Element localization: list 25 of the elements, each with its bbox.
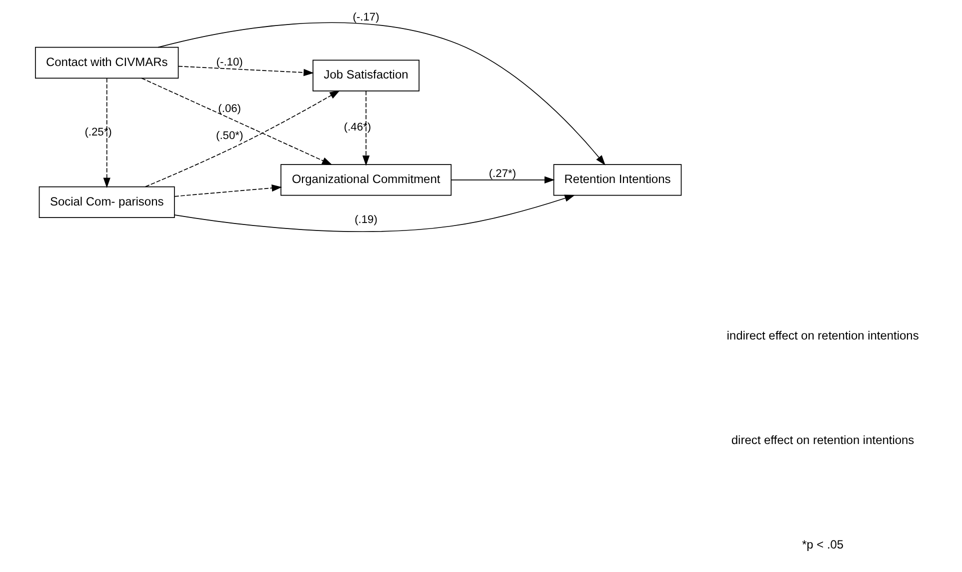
edge-label: (-.10)	[216, 56, 242, 69]
arrow	[177, 66, 314, 76]
edge-label: (.50*)	[216, 130, 243, 142]
legend-label: direct effect on retention intentions	[730, 432, 914, 447]
node-box: Job Satisfaction	[312, 60, 419, 92]
node-box: Social Com- parisons	[38, 186, 174, 218]
arrow	[174, 194, 574, 232]
edge-label: (.06)	[218, 102, 241, 115]
node-box: Retention Intentions	[552, 164, 682, 196]
arrow	[174, 184, 282, 197]
arrow	[140, 78, 332, 165]
edge-label: (.46*)	[343, 122, 371, 134]
edge-label: (.25*)	[84, 126, 112, 138]
label: *p < .05	[802, 537, 844, 552]
arrow	[362, 90, 370, 166]
arrow	[157, 22, 605, 166]
arrow	[450, 176, 554, 184]
arrow	[102, 78, 110, 188]
node-box: Organizational Commitment	[280, 164, 452, 196]
arrow	[144, 90, 340, 188]
legend-label: indirect effect on retention intentions	[726, 328, 918, 343]
edge-label: (.27*)	[488, 168, 516, 180]
node-box: Contact with CIVMARs	[34, 46, 178, 79]
edge-label: (.19)	[354, 214, 377, 226]
edge-label: (-.17)	[352, 11, 379, 24]
